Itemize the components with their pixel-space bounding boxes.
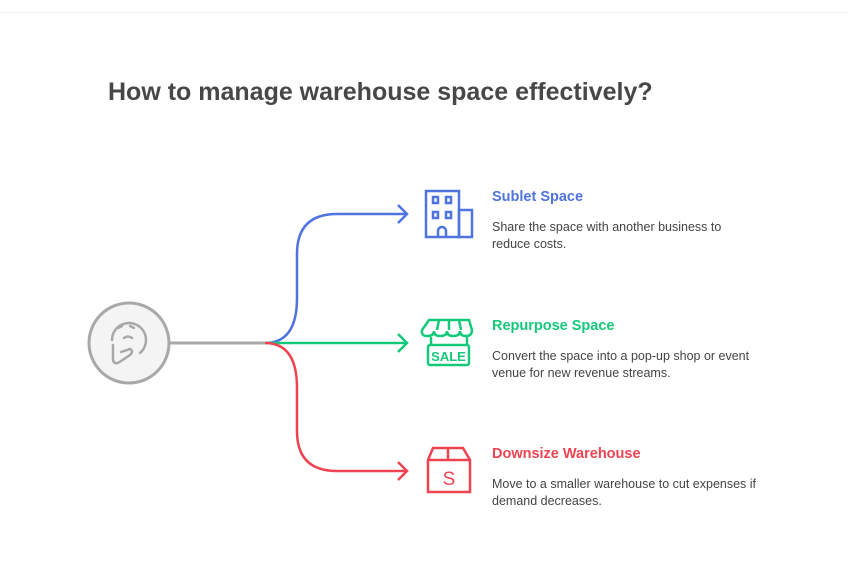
option-title: Sublet Space bbox=[492, 189, 584, 205]
option-description: Move to a smaller warehouse to cut expen… bbox=[492, 477, 757, 508]
option-description: Convert the space into a pop-up shop or … bbox=[492, 349, 750, 380]
svg-text:S: S bbox=[443, 469, 456, 490]
branch-sublet bbox=[264, 212, 407, 345]
page-title: How to manage warehouse space effectivel… bbox=[108, 78, 653, 106]
top-divider bbox=[0, 12, 848, 13]
arrow-icon bbox=[397, 204, 409, 224]
option-title: Downsize Warehouse bbox=[492, 446, 641, 462]
arrow-icon bbox=[397, 333, 409, 353]
option-description: Share the space with another business to… bbox=[492, 220, 722, 251]
option-sublet: Sublet Space Share the space with anothe… bbox=[492, 189, 762, 253]
option-repurpose: Repurpose Space Convert the space into a… bbox=[492, 318, 762, 382]
option-downsize: Downsize Warehouse Move to a smaller war… bbox=[492, 446, 762, 510]
option-title: Repurpose Space bbox=[492, 318, 615, 334]
building-icon bbox=[424, 189, 474, 239]
sale-shop-icon: SALE bbox=[420, 318, 474, 367]
branch-downsize bbox=[264, 341, 407, 473]
svg-text:SALE: SALE bbox=[431, 349, 466, 364]
thinking-face-icon bbox=[87, 301, 171, 385]
box-icon: S bbox=[426, 446, 472, 494]
arrow-icon bbox=[397, 461, 409, 481]
